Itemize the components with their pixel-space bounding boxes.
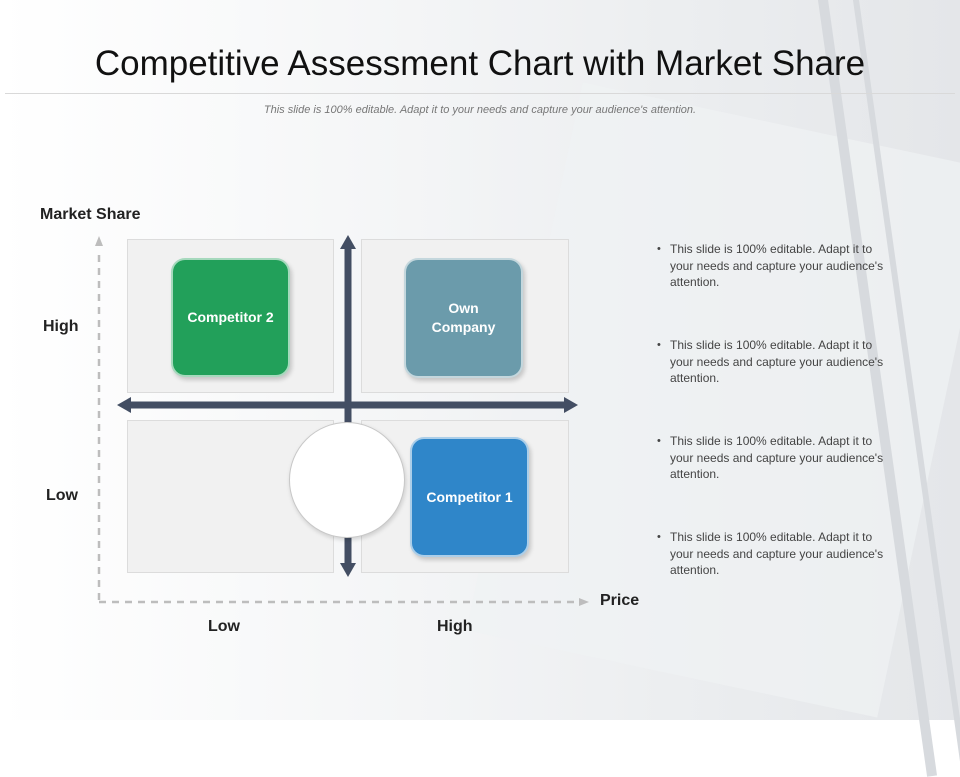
- note-block: This slide is 100% editable. Adapt it to…: [657, 433, 887, 483]
- note-block: This slide is 100% editable. Adapt it to…: [657, 529, 887, 579]
- y-axis-title: Market Share: [40, 206, 141, 223]
- note-text: This slide is 100% editable. Adapt it to…: [657, 529, 887, 579]
- y-axis-arrowhead: [95, 236, 103, 246]
- own-company-label: Own Company: [431, 300, 496, 335]
- competitor-2-card[interactable]: Competitor 2: [171, 258, 290, 377]
- x-axis-title: Price: [600, 592, 640, 609]
- competitor-2-label: Competitor 2: [187, 309, 274, 325]
- own-company-card[interactable]: Own Company: [404, 258, 523, 378]
- note-text: This slide is 100% editable. Adapt it to…: [657, 241, 887, 291]
- note-text: This slide is 100% editable. Adapt it to…: [657, 337, 887, 387]
- title-divider: [5, 93, 955, 94]
- y-axis-low-label: Low: [46, 487, 78, 504]
- y-axis-high-label: High: [43, 318, 79, 335]
- note-block: This slide is 100% editable. Adapt it to…: [657, 241, 887, 291]
- slide-title: Competitive Assessment Chart with Market…: [94, 44, 866, 83]
- competitor-1-label: Competitor 1: [426, 488, 513, 505]
- note-block: This slide is 100% editable. Adapt it to…: [657, 337, 887, 387]
- competitor-1-card[interactable]: Competitor 1: [410, 437, 529, 557]
- slide-subtitle: This slide is 100% editable. Adapt it to…: [263, 104, 697, 116]
- x-axis-arrowhead: [579, 598, 589, 606]
- center-circle: [289, 422, 405, 538]
- note-text: This slide is 100% editable. Adapt it to…: [657, 433, 887, 483]
- x-axis-high-label: High: [437, 618, 473, 635]
- x-axis-low-label: Low: [208, 618, 240, 635]
